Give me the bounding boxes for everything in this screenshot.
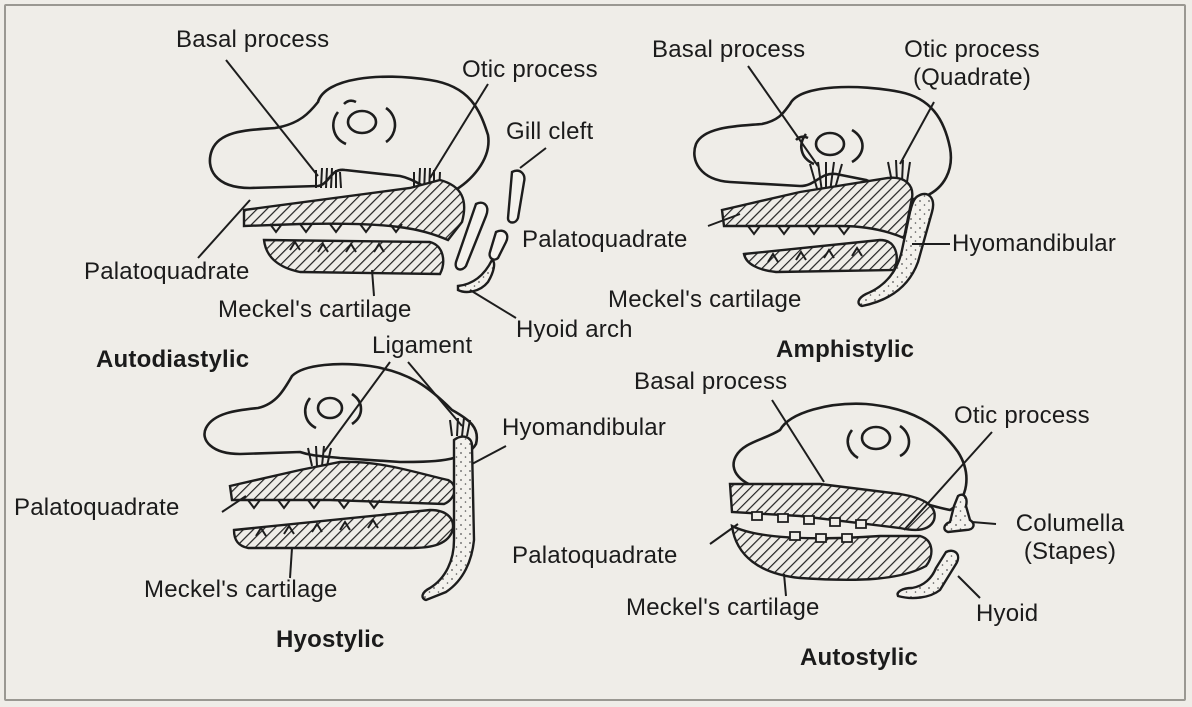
label-otic-process: Otic process [954, 402, 1090, 430]
palatoquadrate [230, 462, 455, 504]
label-columella-line1: Columella [1000, 510, 1140, 538]
lower-teeth [790, 532, 852, 542]
label-palatoquadrate: Palatoquadrate [84, 258, 250, 286]
eye-icon [796, 130, 863, 164]
label-ligament: Ligament [372, 332, 472, 360]
label-meckels-cartilage: Meckel's cartilage [626, 594, 820, 622]
meckels-cartilage [234, 510, 453, 548]
hyostylic-drawing [204, 362, 506, 600]
label-palatoquadrate: Palatoquadrate [14, 494, 180, 522]
meckels-cartilage [264, 240, 443, 274]
cranium-outline [210, 77, 489, 193]
eye-icon [848, 426, 909, 458]
columella [944, 495, 973, 532]
label-otic-process: Otic process (Quadrate) [884, 36, 1060, 92]
label-gill-cleft: Gill cleft [506, 118, 593, 146]
label-otic-process-line1: Otic process [884, 36, 1060, 64]
meckels-cartilage [732, 526, 931, 580]
label-palatoquadrate: Palatoquadrate [522, 226, 688, 254]
label-palatoquadrate: Palatoquadrate [512, 542, 678, 570]
label-basal-process: Basal process [652, 36, 805, 64]
gill-bar-upper [508, 171, 524, 223]
eye-icon [333, 101, 395, 144]
amphistylic-drawing [694, 66, 951, 306]
label-basal-process: Basal process [634, 368, 787, 396]
label-meckels-cartilage: Meckel's cartilage [144, 576, 338, 604]
label-otic-process: Otic process [462, 56, 598, 84]
meckels-cartilage [744, 240, 897, 272]
label-meckels-cartilage: Meckel's cartilage [608, 286, 802, 314]
label-hyomandibular: Hyomandibular [952, 230, 1116, 258]
eye-icon [305, 394, 361, 428]
caption-autodiastylic: Autodiastylic [96, 346, 249, 374]
label-hyomandibular: Hyomandibular [502, 414, 666, 442]
caption-autostylic: Autostylic [800, 644, 918, 672]
label-basal-process: Basal process [176, 26, 329, 54]
autodiastylic-drawing [198, 60, 546, 318]
label-columella: Columella (Stapes) [1000, 510, 1140, 566]
caption-amphistylic: Amphistylic [776, 336, 914, 364]
label-columella-line2: (Stapes) [1000, 538, 1140, 566]
label-hyoid: Hyoid [976, 600, 1038, 628]
caption-hyostylic: Hyostylic [276, 626, 385, 654]
label-otic-process-line2: (Quadrate) [884, 64, 1060, 92]
gill-bar-lower [490, 231, 508, 260]
cranium-outline [694, 87, 951, 200]
label-hyoid-arch: Hyoid arch [516, 316, 633, 344]
label-meckels-cartilage: Meckel's cartilage [218, 296, 412, 324]
